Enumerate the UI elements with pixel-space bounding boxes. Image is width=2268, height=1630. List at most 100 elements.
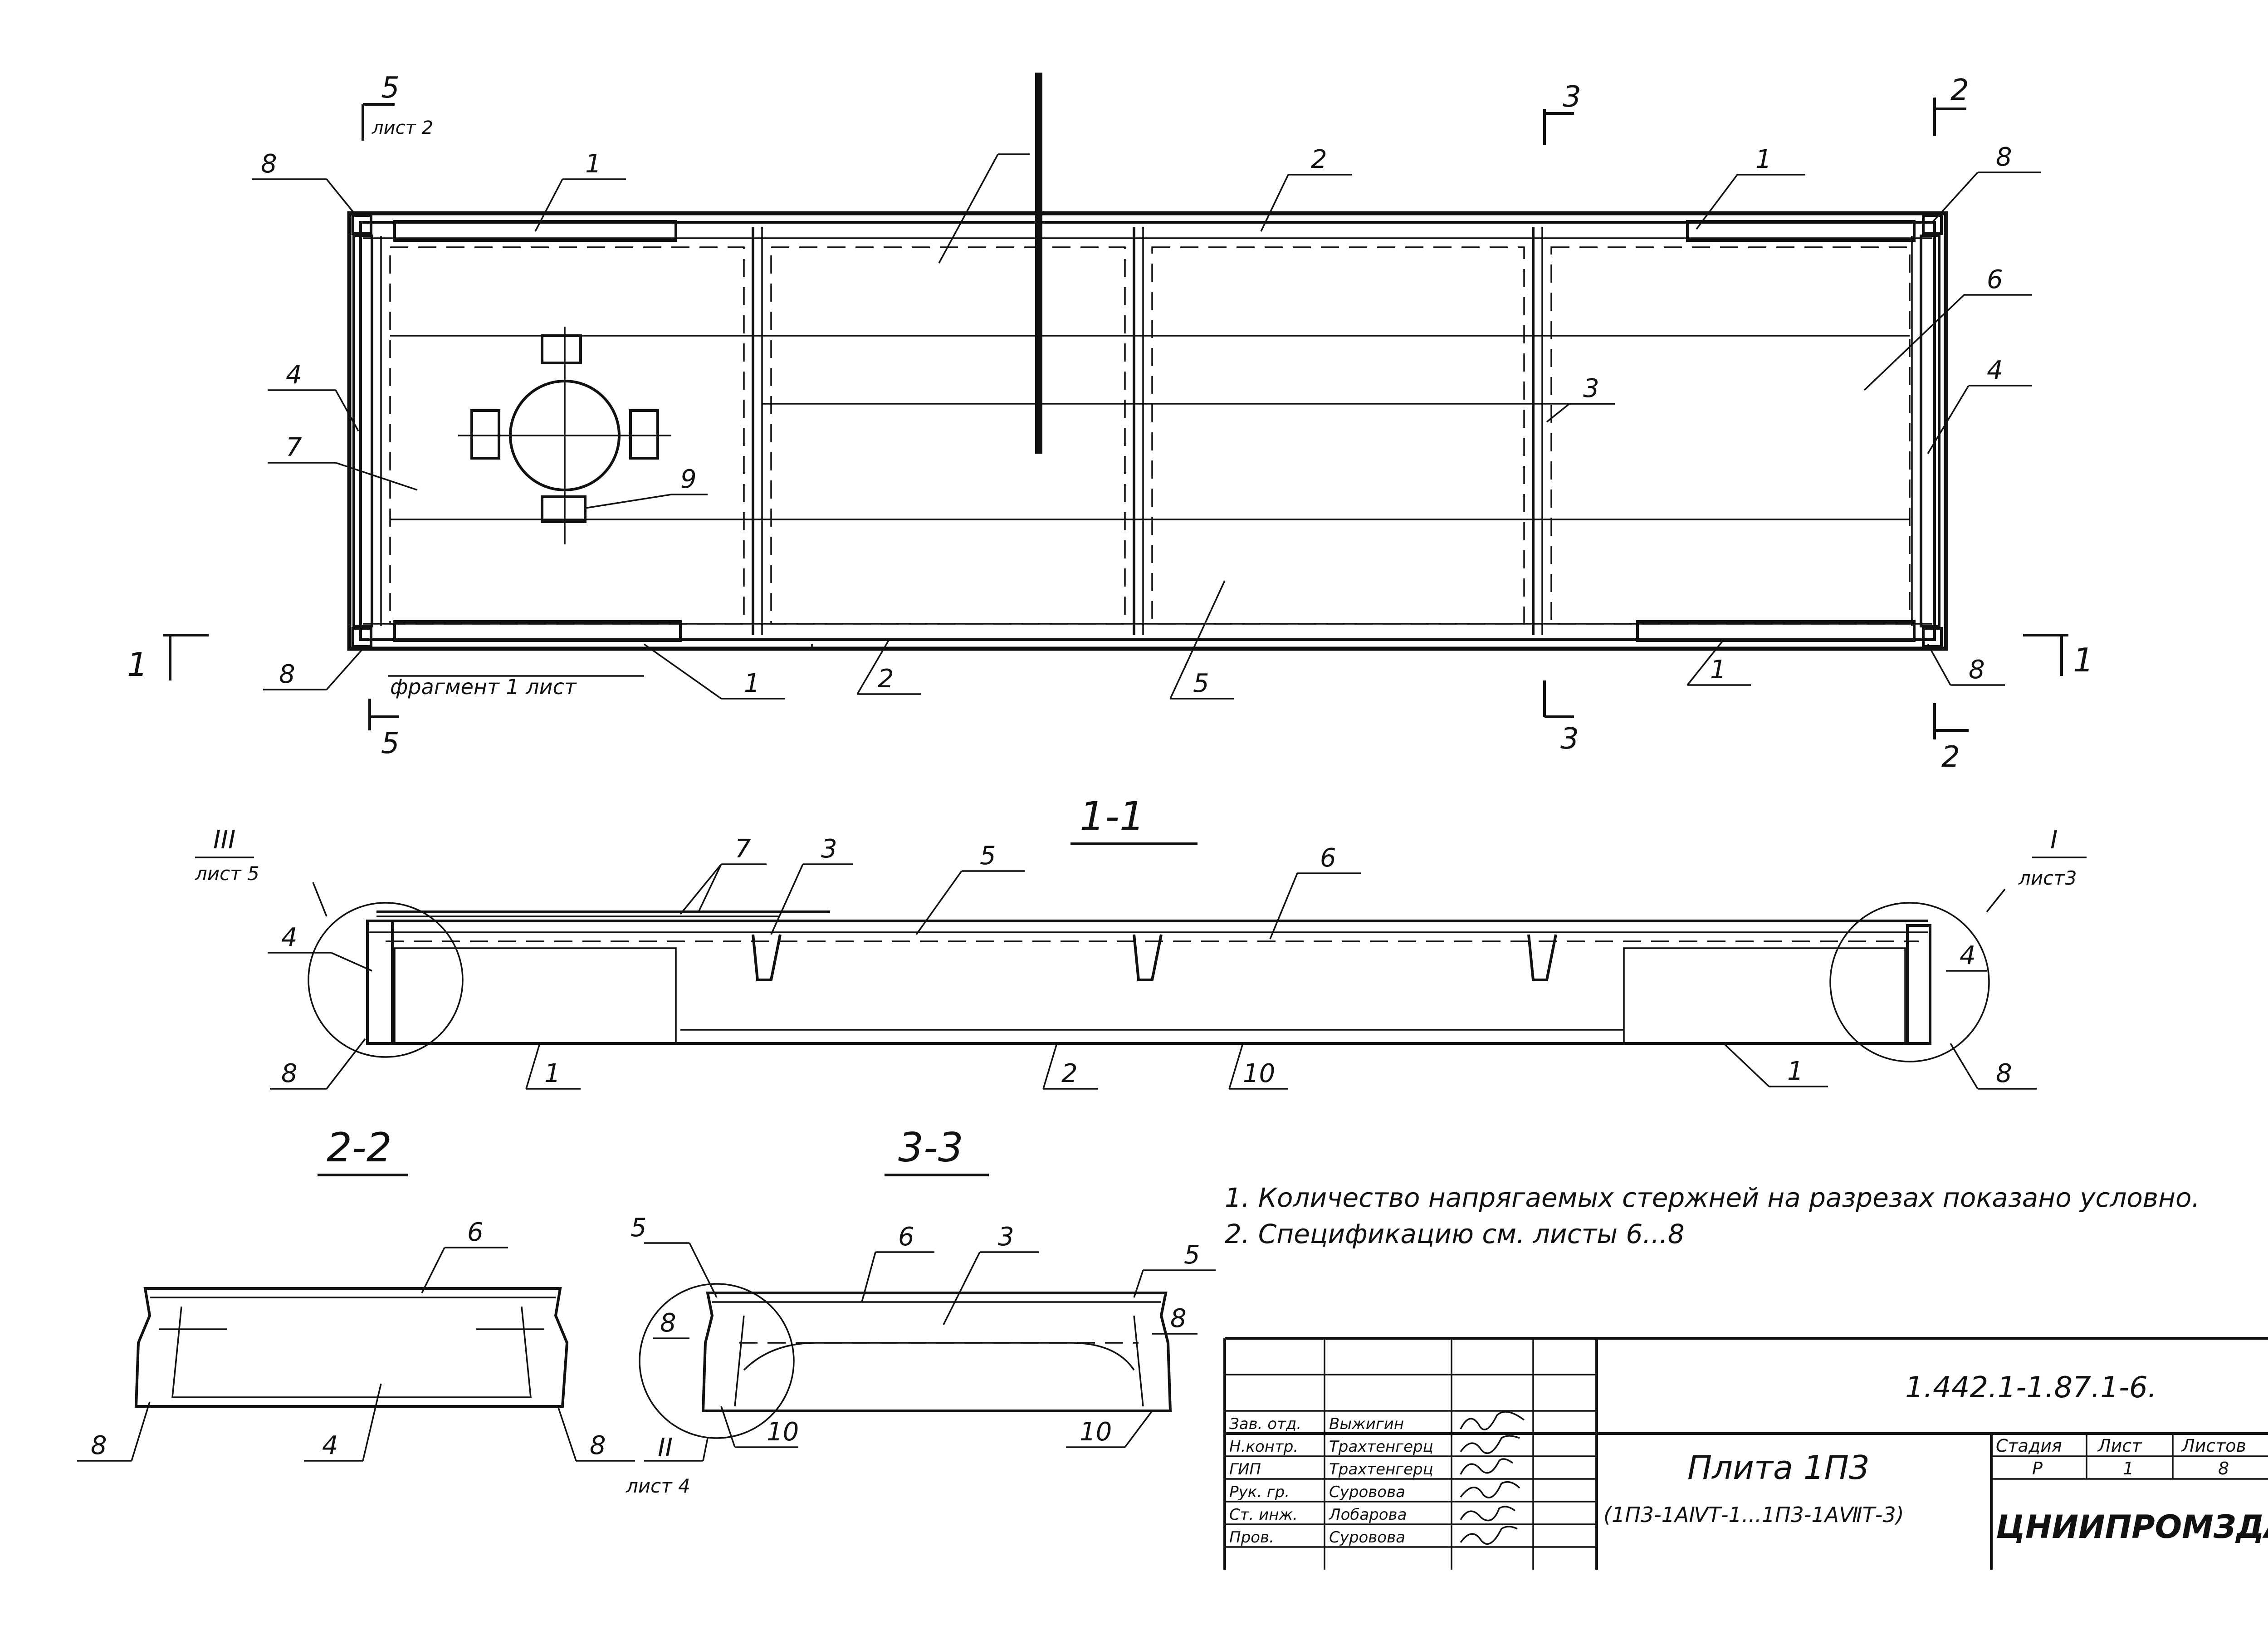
svg-text:3: 3: [1563, 80, 1581, 114]
plan-view: 5 лист 2 5 3 3 2 2: [127, 71, 2094, 774]
section-2-2: 2-2 6 8 4 8: [77, 1124, 635, 1462]
sig-name-2: Трахтенгерц: [1329, 1460, 1433, 1478]
sheet-value: 1: [2123, 1459, 2134, 1478]
node-mark-II: II: [658, 1433, 673, 1463]
s11-callout-8-left: 8: [281, 1059, 298, 1088]
svg-text:5: 5: [381, 727, 400, 760]
plan-callout-8-bl: 8: [279, 660, 295, 689]
s11-callout-4-right: 4: [1960, 941, 1976, 970]
svg-text:лист 2: лист 2: [371, 117, 433, 138]
plan-callout-1-bottom-right: 1: [1710, 655, 1726, 685]
sig-role-4: Ст. инж.: [1229, 1506, 1298, 1524]
s11-callout-4-left: 4: [281, 923, 298, 952]
svg-text:1: 1: [127, 646, 148, 684]
stage-header: Стадия: [1996, 1436, 2062, 1456]
title-block: 1.442.1-1.87.1-6. Плита 1П3 (1П3-1АⅣТ-1.…: [1223, 1337, 2268, 1570]
sig-role-0: Зав. отд.: [1229, 1415, 1301, 1433]
plan-callout-1-top-right: 1: [1755, 145, 1772, 174]
sig-role-3: Рук. гр.: [1229, 1483, 1290, 1501]
s33-callout-8-right: 8: [1170, 1304, 1187, 1333]
sheets-value: 8: [2218, 1459, 2229, 1478]
plan-callout-1-bottom-left: 1: [744, 669, 760, 698]
note-2: 2. Спецификацию см. листы 6...8: [1225, 1219, 1685, 1249]
s11-callout-7: 7: [735, 834, 751, 864]
section-mark-5-top: 5 лист 2: [362, 71, 433, 141]
svg-text:3: 3: [1560, 722, 1579, 756]
drawing-title: Плита 1П3: [1687, 1449, 1870, 1487]
s22-callout-8-right: 8: [590, 1431, 606, 1460]
plan-callout-5: 5: [1193, 669, 1209, 698]
plan-callout-6: 6: [1987, 265, 2003, 294]
s33-callout-10-right: 10: [1080, 1417, 1112, 1447]
sig-role-1: Н.контр.: [1229, 1438, 1298, 1456]
node-mark-III: III: [213, 825, 236, 855]
sig-name-5: Суровова: [1329, 1528, 1405, 1547]
s33-callout-6: 6: [898, 1222, 914, 1252]
plan-callout-2-top: 2: [1311, 145, 1327, 174]
stage-value: Р: [2032, 1459, 2043, 1478]
s33-callout-3: 3: [998, 1222, 1014, 1252]
sig-name-0: Выжигин: [1329, 1415, 1404, 1433]
s11-callout-2: 2: [1061, 1059, 1078, 1088]
node-mark-III-sheet: лист 5: [195, 862, 259, 885]
plan-callout-3: 3: [1583, 374, 1599, 403]
s33-callout-10-left: 10: [767, 1417, 799, 1447]
sig-name-3: Суровова: [1329, 1483, 1405, 1501]
plan-callout-1-top-left: 1: [585, 149, 601, 179]
organization: ЦНИИПРОМЗДАНИЙ: [1996, 1508, 2268, 1546]
section-mark-3-bottom: 3: [1543, 680, 1579, 756]
plan-callout-7: 7: [286, 433, 302, 462]
node-circle-I: [1829, 902, 1990, 1062]
s22-callout-8-left: 8: [91, 1431, 107, 1460]
s33-callout-5-left: 5: [631, 1213, 647, 1243]
s11-callout-6: 6: [1320, 843, 1336, 873]
s11-callout-3: 3: [821, 834, 837, 864]
s11-callout-1-right: 1: [1787, 1057, 1804, 1086]
section-mark-5-bottom: 5: [368, 699, 400, 760]
node-mark-I-sheet: лист3: [2018, 867, 2077, 889]
fragment-label: фрагмент 1 лист: [390, 675, 577, 699]
svg-text:5: 5: [381, 71, 400, 105]
section-2-2-title: 2-2: [327, 1124, 392, 1171]
handwritten-signatures: [1460, 1411, 1525, 1545]
plan-callout-2-bottom: 2: [878, 664, 894, 694]
s11-callout-5: 5: [980, 841, 996, 871]
s11-callout-1-left: 1: [544, 1059, 561, 1088]
s11-callout-10: 10: [1243, 1059, 1275, 1088]
section-1-1: 1-1 III лист 5 I лист3: [195, 793, 2087, 1090]
section-3-3-title: 3-3: [898, 1124, 963, 1171]
sheets-header: Листов: [2181, 1436, 2246, 1456]
section-mark-1-left: 1: [127, 634, 209, 684]
sig-role-5: Пров.: [1229, 1528, 1274, 1547]
section-mark-1-right: 1: [2023, 634, 2094, 679]
plan-callout-9: 9: [680, 465, 697, 494]
sig-role-2: ГИП: [1229, 1460, 1261, 1478]
doc-code: 1.442.1-1.87.1-6.: [1905, 1371, 2157, 1405]
node-circle-II: [639, 1283, 795, 1439]
plan-callout-4-left: 4: [286, 360, 302, 390]
section-3-3: 3-3 5 6 3 5 8 8 10 10 II лист 4: [626, 1124, 1216, 1497]
plan-callout-8-br: 8: [1969, 655, 1985, 685]
node-circle-III: [308, 902, 464, 1058]
svg-text:2: 2: [1941, 740, 1960, 774]
drawing-subtitle: (1П3-1АⅣТ-1...1П3-1АⅦТ-3): [1603, 1503, 1904, 1527]
s33-callout-8-left: 8: [660, 1308, 676, 1338]
s11-callout-8-right: 8: [1996, 1059, 2012, 1088]
plan-callout-8-tl: 8: [261, 149, 277, 179]
plan-callout-leaders: [252, 153, 2041, 700]
s22-callout-6: 6: [467, 1218, 484, 1247]
section-mark-2-top: 2: [1933, 73, 1969, 136]
svg-text:1: 1: [2073, 641, 2094, 679]
node-mark-I: I: [2050, 825, 2058, 855]
svg-text:2: 2: [1950, 73, 1969, 107]
section-1-1-title: 1-1: [1080, 793, 1145, 840]
sig-name-4: Лобарова: [1328, 1506, 1407, 1524]
section-mark-2-bottom: 2: [1933, 703, 1969, 774]
plan-callout-8-tr: 8: [1996, 142, 2012, 172]
note-1: 1. Количество напрягаемых стержней на ра…: [1225, 1182, 2200, 1213]
node-mark-II-sheet: лист 4: [626, 1475, 690, 1497]
s33-callout-5-right: 5: [1184, 1240, 1200, 1270]
plan-callout-4-right: 4: [1987, 356, 2003, 385]
sig-name-1: Трахтенгерц: [1329, 1438, 1433, 1456]
